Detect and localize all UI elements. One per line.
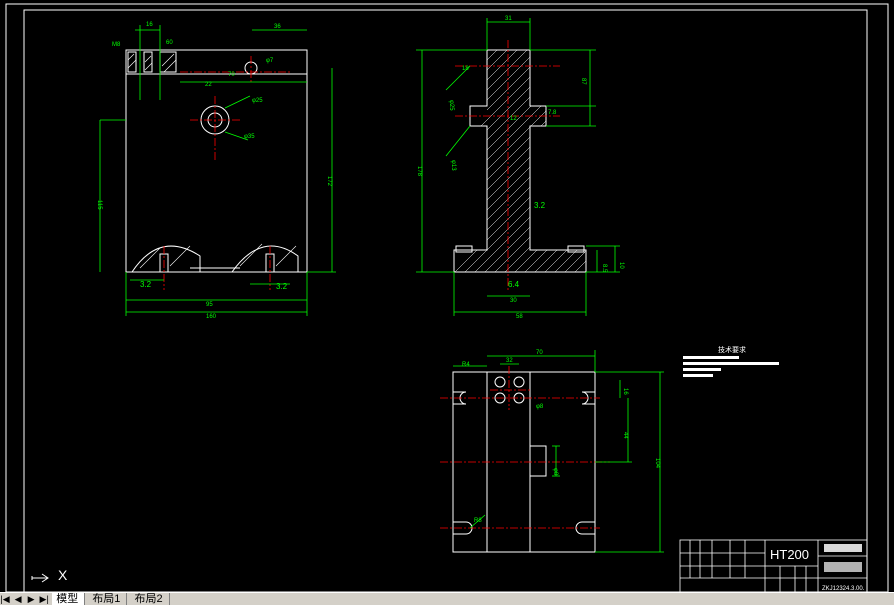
dimension-text: φ8 xyxy=(552,468,558,476)
tech-requirements-line xyxy=(683,362,779,365)
dimension-text: 178 xyxy=(416,166,422,177)
dimension-text: φ8 xyxy=(536,404,544,410)
dimension-text: 22 xyxy=(205,82,212,88)
dimension-text: 36 xyxy=(274,24,281,30)
dimension-text: 3.2 xyxy=(140,280,152,289)
front-view-dimensions xyxy=(99,25,336,316)
dimension-text: φ13 xyxy=(450,160,456,171)
tech-requirements-line xyxy=(683,374,713,377)
dimension-text: 3.2 xyxy=(534,201,546,210)
tech-requirements-line xyxy=(683,356,739,359)
dimension-text: φ25 xyxy=(448,100,454,111)
dimension-text: R4 xyxy=(462,362,470,368)
drawing-frame xyxy=(5,3,889,593)
plan-view-centerlines xyxy=(440,366,610,529)
dimension-text: 3.2 xyxy=(276,282,288,291)
tab-layout2[interactable]: 布局2 xyxy=(131,593,170,605)
front-view-hatch xyxy=(127,53,297,269)
tab-layout1[interactable]: 布局1 xyxy=(88,593,128,605)
tab-nav-last-icon[interactable]: ▶| xyxy=(39,594,49,604)
dimension-text: 8.5 xyxy=(601,264,607,273)
tab-nav-prev-icon[interactable]: ◀ xyxy=(14,594,22,604)
dimension-text: φ25 xyxy=(252,98,263,104)
dimension-text: 31 xyxy=(505,16,512,22)
tab-nav-first-icon[interactable]: |◀ xyxy=(0,594,10,604)
tab-model[interactable]: 模型 xyxy=(52,593,86,605)
dimension-text: 172 xyxy=(326,176,332,187)
drawing-code: ZKJ12324.3.00. xyxy=(822,586,865,592)
dimension-text: 70 xyxy=(536,350,543,356)
dimension-text: 95 xyxy=(206,302,213,308)
dimension-text: 7.8 xyxy=(548,110,557,116)
material-label: HT200 xyxy=(770,547,809,562)
dimension-text: M8 xyxy=(112,42,121,48)
dimension-text: 30 xyxy=(510,298,517,304)
dimension-text: 16 xyxy=(622,388,628,395)
dimension-text: 160 xyxy=(206,314,217,320)
ucs-arrow-icon xyxy=(31,573,49,583)
dimension-text: 70 xyxy=(228,72,235,78)
layout-tab-bar: |◀ ◀ ▶ ▶| 模型 布局1 布局2 xyxy=(0,592,894,605)
tech-requirements-title: 技术要求 xyxy=(718,345,746,354)
side-view-dimensions xyxy=(416,18,620,316)
front-view-centerlines xyxy=(163,56,290,290)
dimension-text: 58 xyxy=(516,314,523,320)
dimension-text: 6.4 xyxy=(508,280,520,289)
dimension-text: R8 xyxy=(474,518,482,524)
dimension-text: 32 xyxy=(506,358,513,364)
company-name-block xyxy=(824,544,862,552)
dimension-text: 18 xyxy=(462,66,469,72)
dimension-text: φ35 xyxy=(244,134,255,140)
tech-requirements-block: 技术要求 xyxy=(683,345,779,377)
dimension-text: 10 xyxy=(618,262,624,269)
dimension-text: 12 xyxy=(510,116,517,122)
dimension-text: 87 xyxy=(580,78,586,85)
side-view-centerlines xyxy=(455,40,560,290)
ucs-x-axis-label: X xyxy=(58,567,68,583)
dimension-text: 44 xyxy=(622,432,628,439)
side-view xyxy=(453,49,587,273)
tech-requirements-line xyxy=(683,368,721,371)
side-view-dimension-texts: 31 18 87 φ25 7.8 φ13 178 3.2 12 6.4 30 58 8.5 10 xyxy=(416,16,624,320)
plan-view-dimensions xyxy=(453,350,664,553)
dimension-text: 60 xyxy=(166,40,173,46)
drawing-name-block xyxy=(824,562,862,572)
front-view xyxy=(125,49,308,273)
dimension-text: 104 xyxy=(654,458,660,469)
side-view-hatch xyxy=(454,50,586,272)
dimension-text: φ7 xyxy=(266,58,274,64)
tab-nav-next-icon[interactable]: ▶ xyxy=(27,594,35,604)
dimension-text: 115 xyxy=(96,200,102,210)
dimension-text: 16 xyxy=(146,22,153,28)
